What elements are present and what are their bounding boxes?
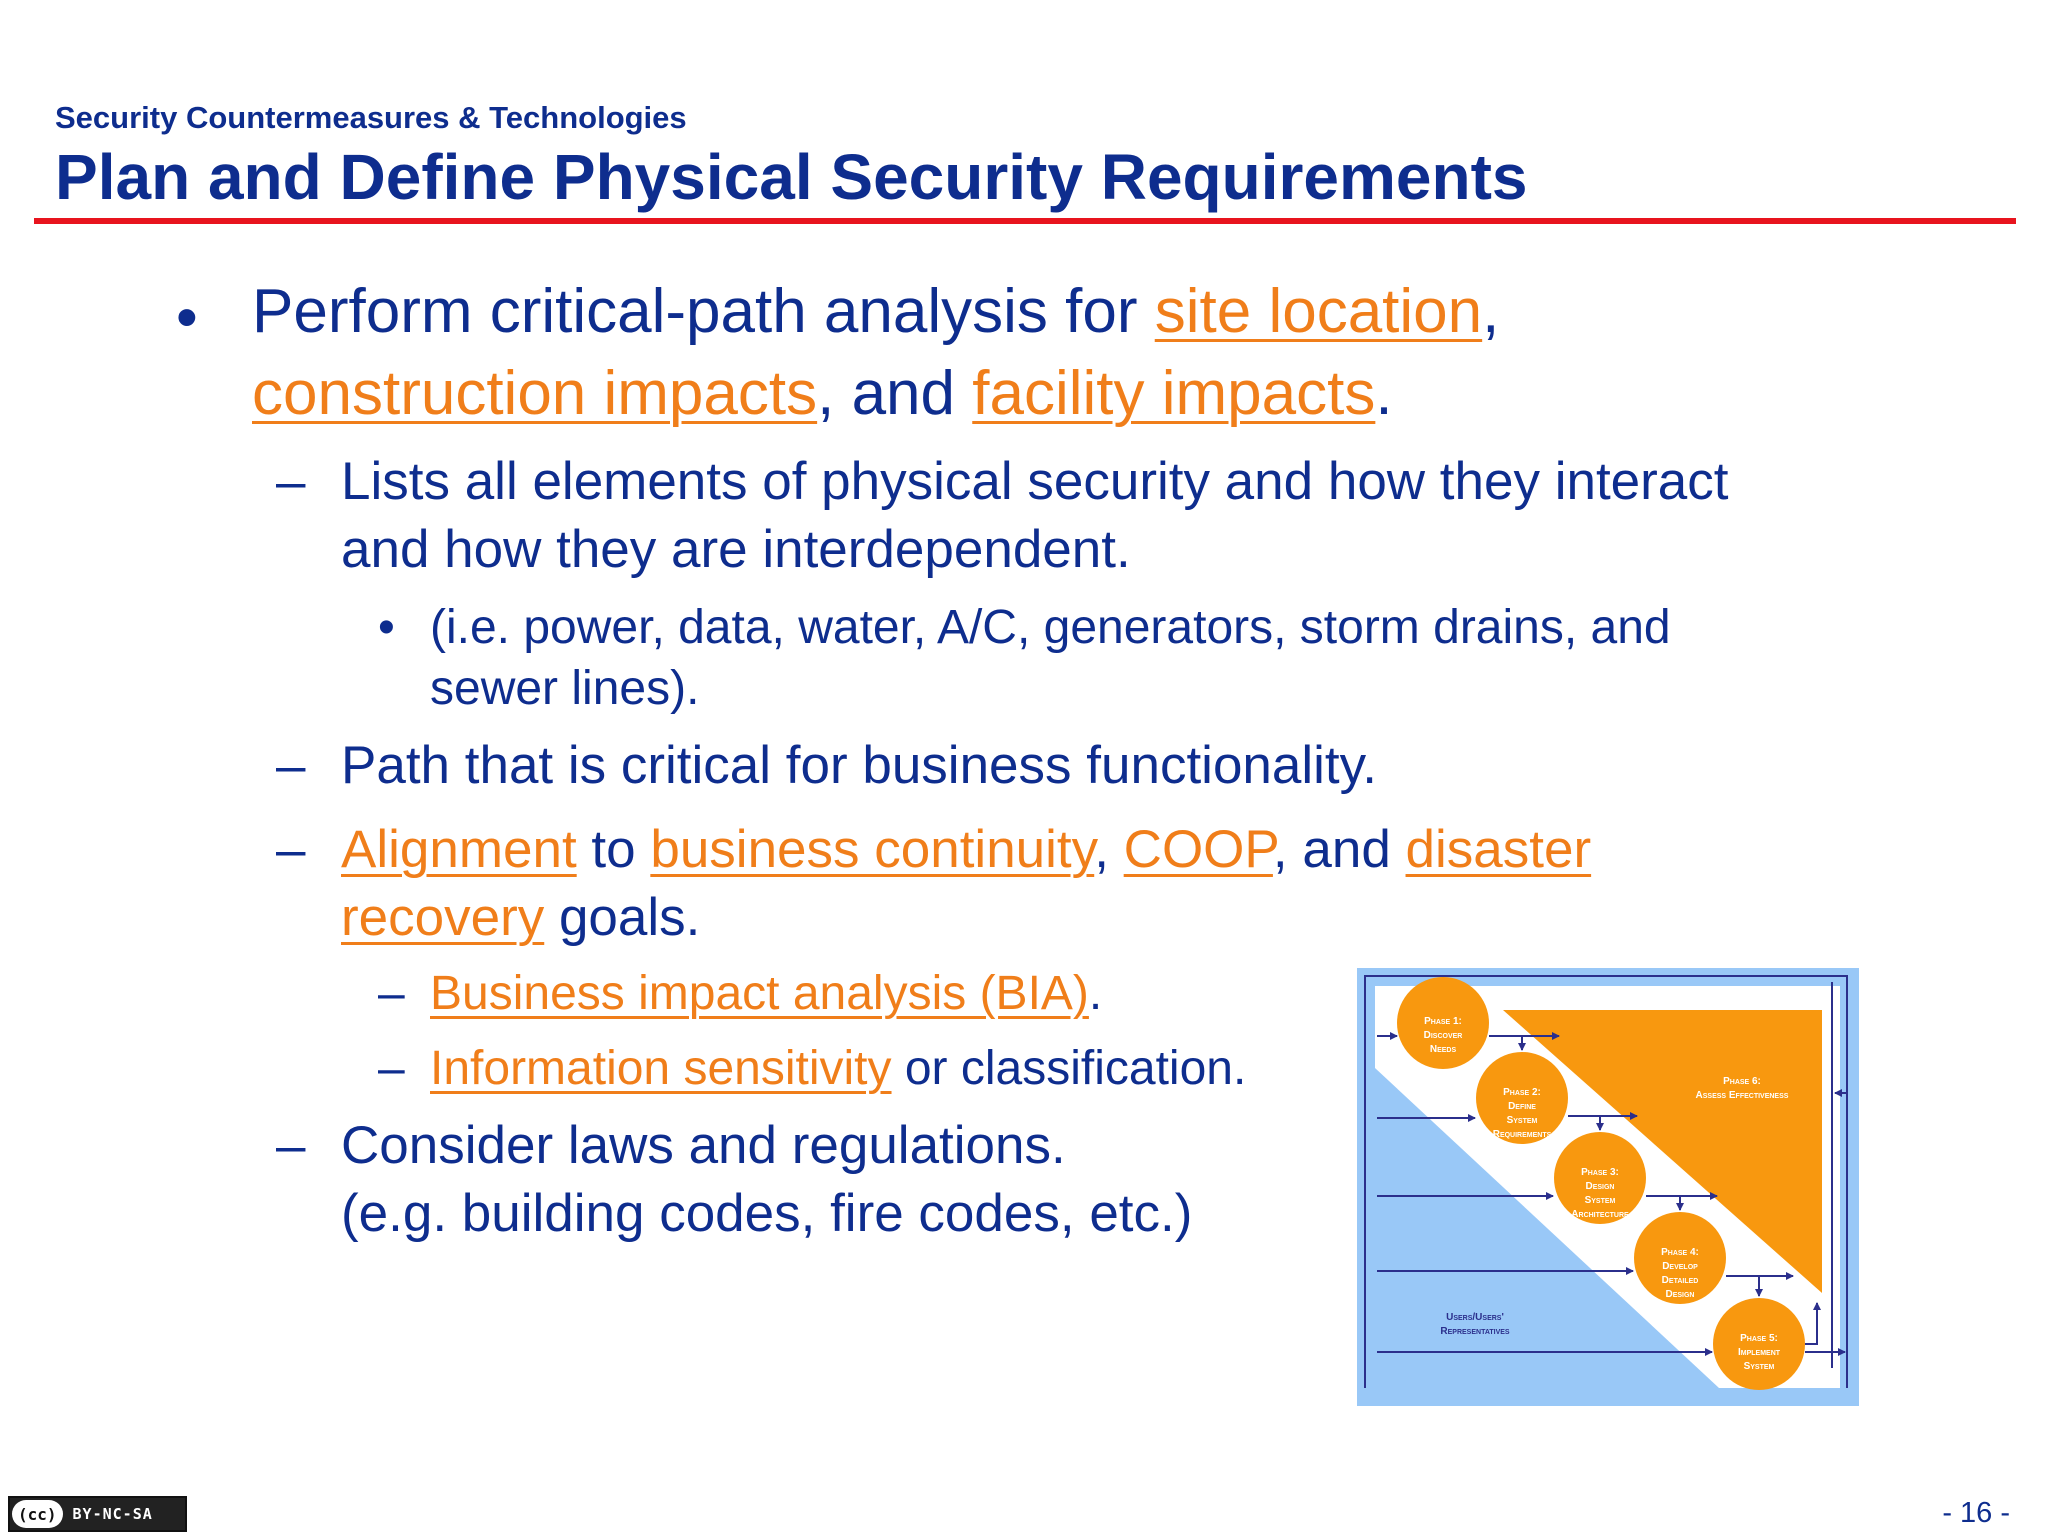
phase5-label-3: System [1744, 1361, 1775, 1372]
phase3-label-1: Phase 3: [1581, 1167, 1619, 1178]
sub-bullet-elements-line2: and how they are interdependent. [341, 520, 1131, 579]
dash-marker: – [276, 736, 306, 795]
sub-sub-bullet-utilities-line1: (i.e. power, data, water, A/C, generator… [430, 601, 1671, 654]
phase2-label-3: System [1507, 1115, 1538, 1126]
link-facility-impacts[interactable]: facility impacts [972, 359, 1376, 428]
dash-marker: – [276, 1116, 306, 1175]
dash-marker: – [276, 820, 306, 879]
slide-title: Plan and Define Physical Security Requir… [55, 141, 1528, 213]
text-segment: to [576, 820, 651, 879]
bullet-critical-path-line1: Perform critical-path analysis for site … [252, 276, 1499, 347]
phase3-label-4: Architecture [1571, 1209, 1629, 1220]
system-lifecycle-diagram: Phase 1: Discover Needs Phase 2: Define … [1357, 968, 1859, 1406]
dash-marker: – [276, 452, 306, 511]
creative-commons-icon: (cc) [12, 1500, 63, 1528]
phase6-triangle [1503, 1010, 1822, 1293]
phase1-label-1: Phase 1: [1424, 1016, 1462, 1027]
license-label: BY-NC-SA [72, 1505, 153, 1523]
sub-bullet-laws-line2: (e.g. building codes, fire codes, etc.) [341, 1184, 1193, 1243]
phase4-label-2: Develop [1662, 1261, 1698, 1272]
phase2-circle [1476, 1052, 1568, 1144]
bullet-critical-path-line2: construction impacts, and facility impac… [252, 358, 1393, 429]
phase2-label-4: Requirements [1493, 1129, 1552, 1140]
users-region [1375, 1068, 1719, 1388]
bullet-dot: • [176, 283, 198, 352]
sub-sub-bullet-utilities-line2: sewer lines). [430, 662, 700, 715]
text-segment: goals. [544, 888, 701, 947]
section-subtitle: Security Countermeasures & Technologies [55, 100, 687, 135]
phase5-label-2: Implement [1738, 1347, 1781, 1358]
sub-bullet-alignment-line1: Alignment to business continuity, COOP, … [341, 819, 1591, 880]
dash-marker: – [378, 967, 405, 1020]
users-label-1: Users/Users' [1446, 1312, 1504, 1323]
link-disaster-recovery[interactable]: recovery [341, 888, 545, 947]
sub-bullet-alignment-line2: recovery goals. [341, 887, 700, 948]
phase2-label-1: Phase 2: [1503, 1087, 1541, 1098]
license-badge[interactable]: (cc) BY-NC-SA [8, 1496, 187, 1532]
phase3-label-2: Design [1585, 1181, 1614, 1192]
phase3-circle [1554, 1132, 1646, 1224]
text-segment: . [1375, 359, 1393, 428]
link-coop[interactable]: COOP [1123, 820, 1273, 879]
title-divider [34, 218, 2016, 224]
phase5-circle [1713, 1298, 1805, 1390]
link-site-location[interactable]: site location [1154, 277, 1483, 346]
link-construction-impacts[interactable]: construction impacts [252, 359, 818, 428]
phase6-label-2: Assess Effectiveness [1696, 1090, 1789, 1101]
phase1-label-2: Discover [1424, 1030, 1463, 1041]
phase1-circle [1397, 977, 1489, 1069]
phase1-label-3: Needs [1430, 1044, 1457, 1055]
page-number: - 16 - [1942, 1497, 2010, 1529]
text-segment: , [1482, 277, 1500, 346]
phase4-label-1: Phase 4: [1661, 1247, 1699, 1258]
text-segment: Perform critical-path analysis for [252, 277, 1155, 346]
users-label-2: Representatives [1440, 1326, 1510, 1337]
phase3-label-3: System [1585, 1195, 1616, 1206]
link-alignment[interactable]: Alignment [341, 820, 577, 879]
text-segment: , [1094, 820, 1124, 879]
phase4-label-4: Design [1665, 1289, 1694, 1300]
sub-bullet-path-critical: Path that is critical for business funct… [341, 736, 1377, 795]
sub-bullet-laws-line1: Consider laws and regulations. [341, 1116, 1066, 1175]
text-segment: . [1088, 967, 1103, 1020]
link-disaster-recovery[interactable]: disaster [1405, 820, 1592, 879]
text-segment: , and [1272, 820, 1406, 879]
phase5-label-1: Phase 5: [1740, 1333, 1778, 1344]
phase2-label-2: Define [1508, 1101, 1536, 1112]
sub-sub-bullet-info-sensitivity: Information sensitivity or classificatio… [430, 1041, 1246, 1096]
link-business-continuity[interactable]: business continuity [650, 820, 1095, 879]
phase4-label-3: Detailed [1662, 1275, 1699, 1286]
dash-marker: – [378, 1042, 405, 1095]
text-segment: or classification. [891, 1042, 1247, 1095]
sub-bullet-elements-line1: Lists all elements of physical security … [341, 452, 1729, 511]
bullet-dot: • [378, 601, 395, 654]
link-business-impact-analysis[interactable]: Business impact analysis (BIA) [430, 967, 1089, 1020]
sub-sub-bullet-bia: Business impact analysis (BIA). [430, 966, 1102, 1021]
phase4-circle [1634, 1212, 1726, 1304]
link-information-sensitivity[interactable]: Information sensitivity [430, 1042, 892, 1095]
phase6-label-1: Phase 6: [1723, 1076, 1761, 1087]
text-segment: , and [817, 359, 973, 428]
